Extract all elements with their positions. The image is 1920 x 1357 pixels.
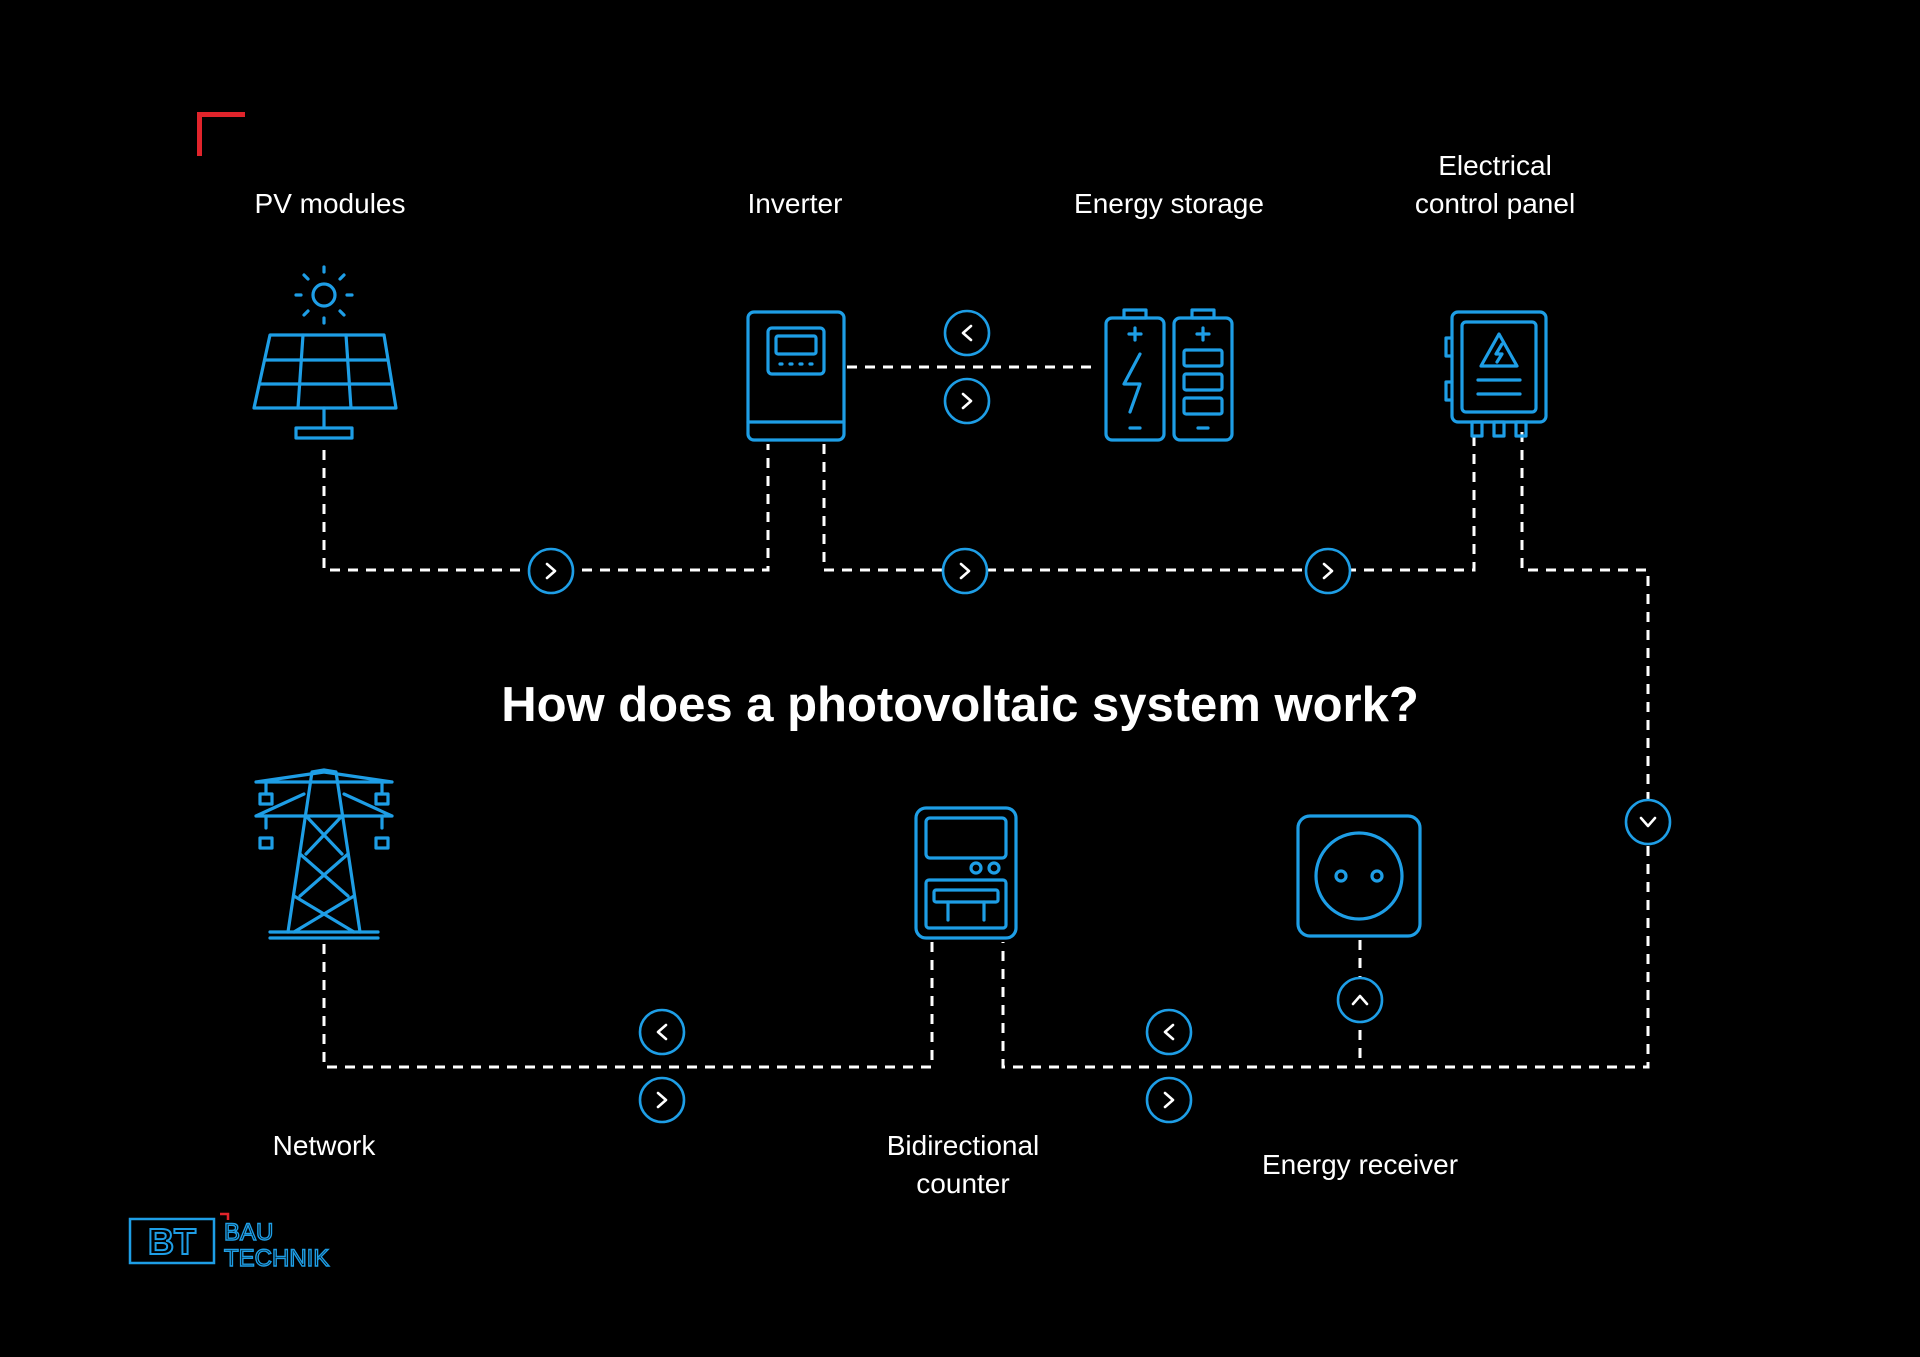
arrow-left-icon: [638, 1008, 686, 1056]
inverter-icon: [746, 310, 846, 442]
energy-receiver-label: Energy receiver: [1261, 1149, 1459, 1180]
network-label: Network: [272, 1130, 376, 1161]
flow-arrows: [527, 309, 1672, 1124]
counter-label: Bidirectional counter: [886, 1130, 1040, 1199]
corner-accent: [197, 112, 245, 156]
arrow-right-icon: [638, 1076, 686, 1124]
arrow-left-icon: [1145, 1008, 1193, 1056]
pv-modules-label: PV modules: [254, 188, 406, 219]
page-title: How does a photovoltaic system work?: [501, 678, 1419, 732]
inverter-to-panel-line: [822, 432, 1476, 572]
bautechnik-logo: BT BAU TECHNIK: [128, 1212, 330, 1272]
battery-icon: [1104, 308, 1234, 442]
logo-mark: BT: [148, 1221, 196, 1262]
power-pylon-icon: [254, 768, 394, 940]
arrow-right-icon: [527, 547, 575, 595]
power-socket-icon: [1296, 814, 1422, 938]
logo-line-2: TECHNIK: [224, 1245, 329, 1272]
arrow-right-icon: [1145, 1076, 1193, 1124]
logo-line-1: BAU: [224, 1219, 273, 1246]
arrow-up-icon: [1336, 976, 1384, 1024]
arrow-right-icon: [941, 547, 989, 595]
energy-storage-label: Energy storage: [1074, 188, 1264, 219]
counter-to-network-line: [322, 940, 934, 1069]
panel-to-receiver-line: [1001, 432, 1650, 1069]
arrow-down-icon: [1624, 798, 1672, 846]
electrical-panel-icon: [1444, 310, 1548, 438]
control-panel-label: Electrical control panel: [1414, 150, 1576, 219]
electric-meter-icon: [914, 806, 1018, 940]
inverter-label: Inverter: [747, 188, 843, 219]
solar-panel-icon: [252, 265, 398, 440]
arrow-left-icon: [943, 309, 991, 357]
arrow-right-icon: [943, 377, 991, 425]
arrow-right-icon: [1304, 547, 1352, 595]
